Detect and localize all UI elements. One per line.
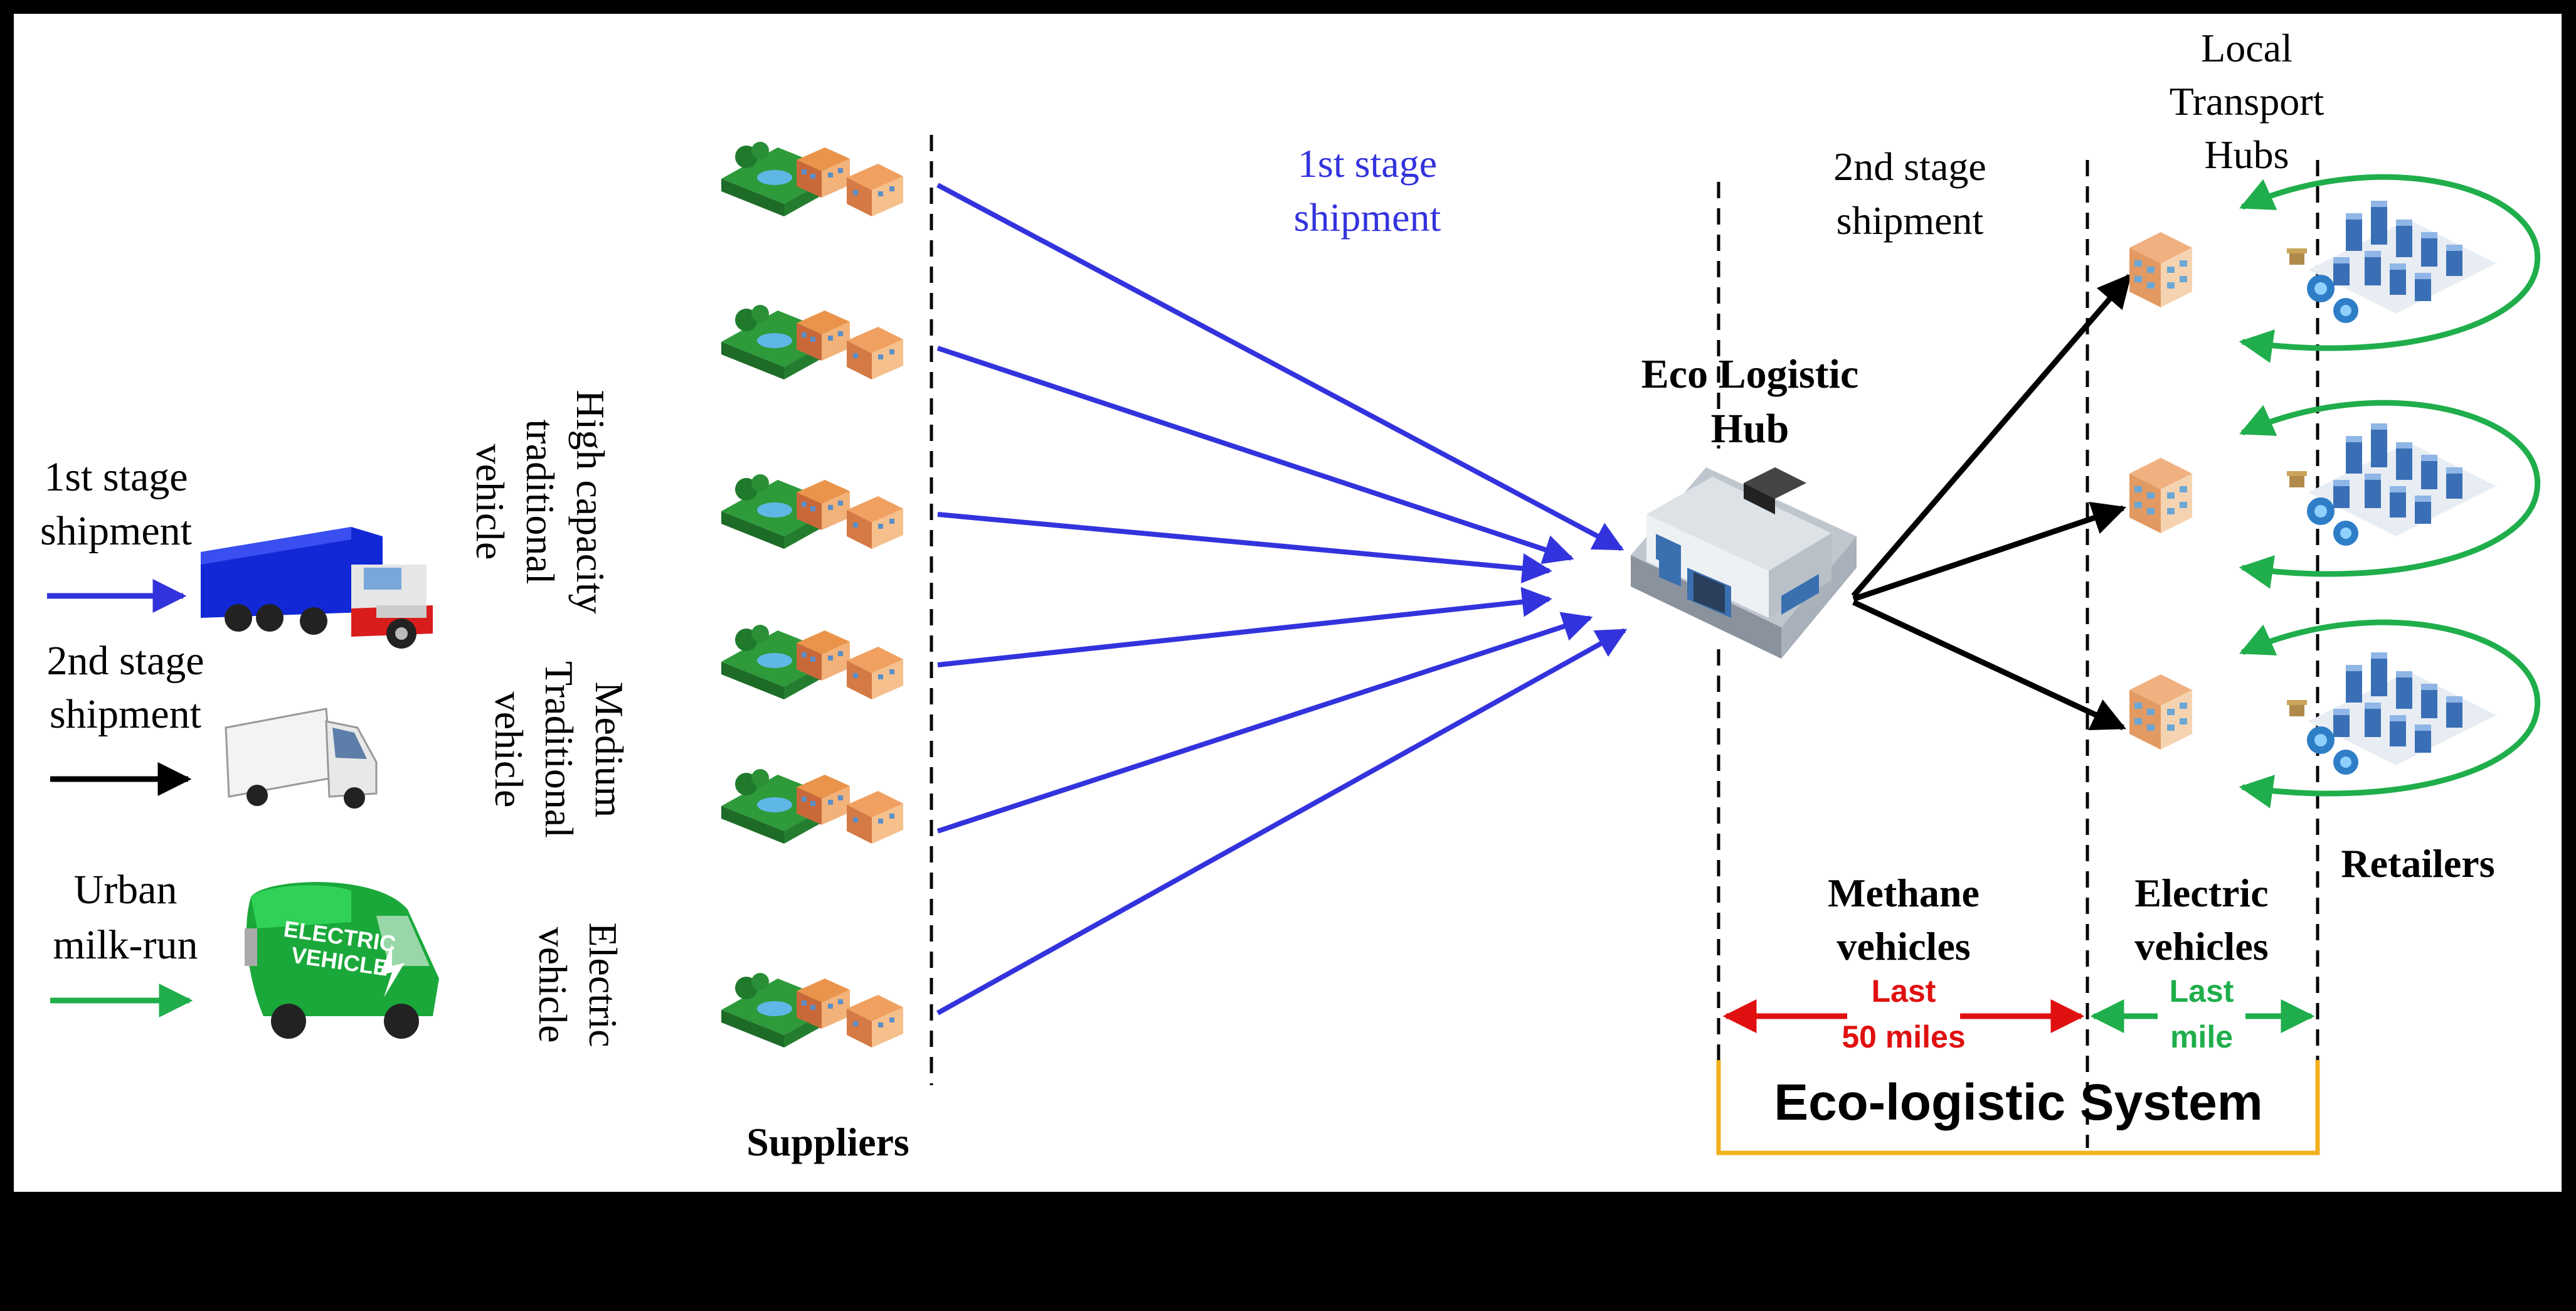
milk-run-loop bbox=[2239, 400, 2541, 589]
hub-label-line2: Hub bbox=[1711, 406, 1789, 452]
eco-logistic-system-bracket bbox=[1716, 1060, 2320, 1155]
eco-logistic-hub: Eco Logistic Hub bbox=[1631, 351, 1858, 659]
eco-logistic-system-label: Eco-logistic System bbox=[1774, 1074, 2262, 1131]
medium-label-line2: Traditional bbox=[537, 661, 581, 838]
retailers-label: Retailers bbox=[2341, 841, 2494, 886]
milk-run-loop bbox=[2239, 174, 2541, 363]
legend-second-stage-line2: shipment bbox=[50, 691, 201, 737]
retailers: Retailers bbox=[2239, 174, 2541, 886]
suppliers-label: Suppliers bbox=[746, 1120, 909, 1164]
last-mile-label-bg bbox=[2158, 971, 2245, 1053]
electric-label-line2: vehicle bbox=[531, 927, 575, 1043]
local-hubs-label-line2: Transport bbox=[2170, 79, 2324, 124]
electric-van-icon: ELECTRIC VEHICLE bbox=[245, 882, 439, 1039]
legend-second-stage-line1: 2nd stage bbox=[46, 638, 204, 684]
last-50-miles-line1: Last bbox=[1872, 974, 1936, 1009]
diagram-panel bbox=[14, 14, 2562, 1192]
electric-vehicles-label-line2: vehicles bbox=[2134, 924, 2268, 969]
first-stage-label-line2: shipment bbox=[1294, 195, 1441, 240]
local-transport-hubs: Local Transport Hubs bbox=[2129, 26, 2324, 750]
methane-label-line2: vehicles bbox=[1837, 924, 1970, 969]
milk-run-loop bbox=[2239, 619, 2541, 809]
hub-label-line1: Eco Logistic bbox=[1641, 351, 1858, 397]
local-hubs-label-line3: Hubs bbox=[2204, 132, 2289, 177]
high-capacity-label-line3: vehicle bbox=[468, 444, 512, 560]
local-hub-building-icon bbox=[2129, 674, 2192, 750]
last-50-miles-line2: 50 miles bbox=[1842, 1019, 1965, 1054]
local-hubs-label-line1: Local bbox=[2201, 26, 2292, 70]
legend-urban-line1: Urban bbox=[74, 867, 178, 913]
vehicle-type-labels: High capacity traditional vehicle Medium… bbox=[468, 390, 632, 1047]
first-stage-arrows bbox=[936, 183, 1628, 1016]
hub-building-icon bbox=[1631, 467, 1857, 659]
last-50-label-bg bbox=[1847, 971, 1960, 1053]
electric-label-line1: Electric bbox=[581, 923, 625, 1048]
second-stage-label-line2: shipment bbox=[1837, 198, 1984, 243]
high-capacity-label-line2: traditional bbox=[518, 419, 563, 584]
local-hub-building-icon bbox=[2129, 232, 2192, 307]
medium-van-icon bbox=[225, 708, 378, 809]
first-stage-label-line1: 1st stage bbox=[1298, 141, 1437, 186]
legend-first-stage-line2: shipment bbox=[40, 508, 192, 554]
local-hub-building-icon bbox=[2129, 458, 2192, 533]
medium-label-line1: Medium bbox=[587, 682, 632, 818]
suppliers-column: Suppliers bbox=[721, 135, 933, 1164]
high-capacity-label-line1: High capacity bbox=[568, 390, 613, 613]
last-mile-line2: mile bbox=[2170, 1019, 2233, 1054]
medium-label-line3: vehicle bbox=[487, 692, 531, 808]
methane-label-line1: Methane bbox=[1828, 871, 1980, 915]
legend: 1st stage shipment 2nd stage shipment Ur… bbox=[40, 454, 204, 1017]
electric-vehicles-label-line1: Electric bbox=[2134, 871, 2268, 915]
second-stage-label-line1: 2nd stage bbox=[1833, 144, 1986, 189]
high-capacity-truck-icon bbox=[201, 527, 433, 649]
second-stage-arrows bbox=[1851, 273, 2132, 731]
last-mile-line1: Last bbox=[2170, 974, 2234, 1009]
legend-first-stage-line1: 1st stage bbox=[44, 454, 188, 500]
legend-urban-line2: milk-run bbox=[53, 922, 198, 968]
